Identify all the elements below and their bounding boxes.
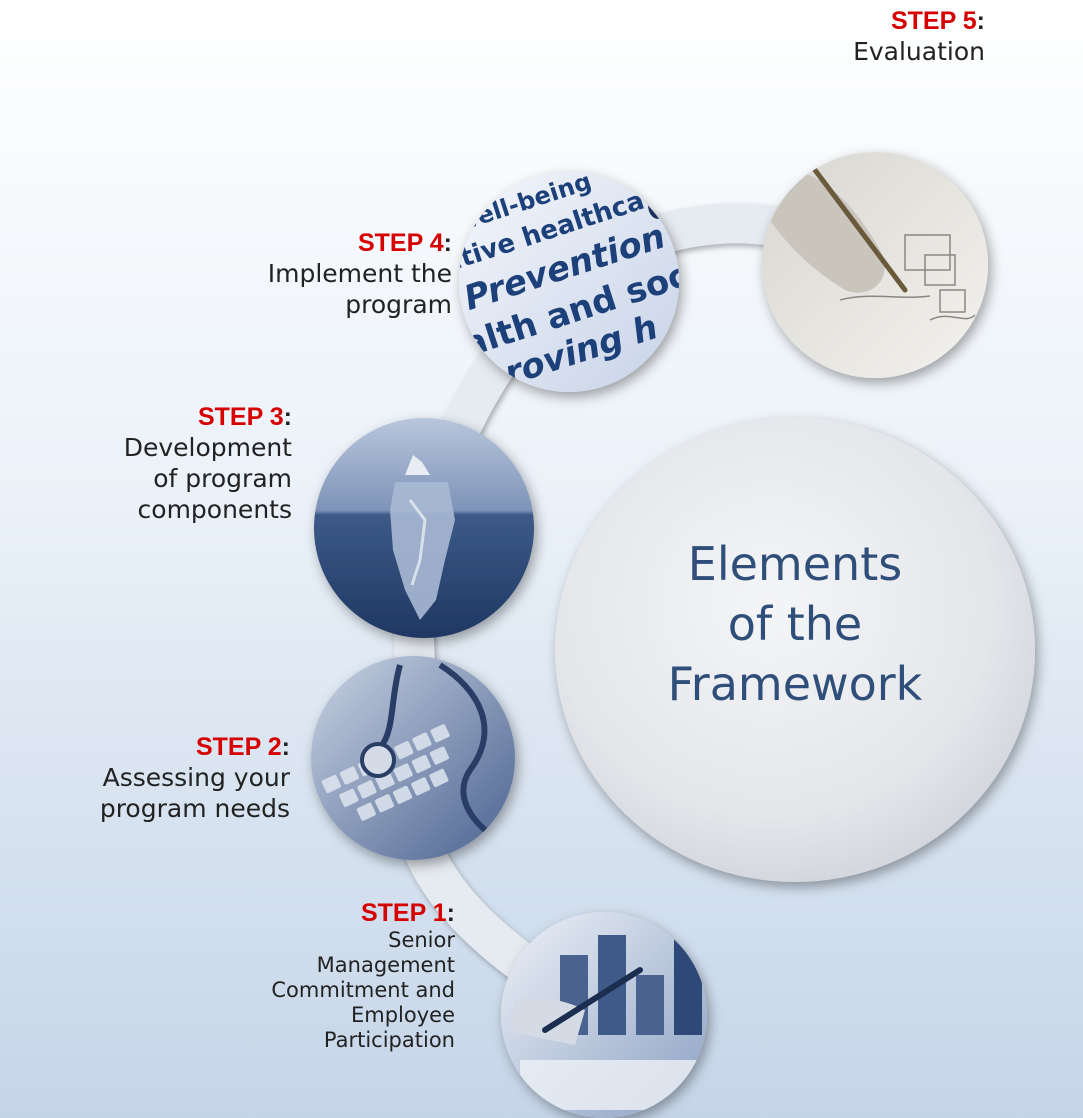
center-title-line: of the [727, 596, 863, 651]
step5-photo [762, 152, 988, 378]
step3-label: STEP 3: Development of program component… [0, 403, 292, 525]
step5-heading: STEP 5: [740, 7, 985, 36]
desc-line: program needs [99, 793, 290, 823]
step5-description: Evaluation [740, 36, 985, 67]
step4-photo: well-being ntive healthca Prevention alt… [459, 172, 679, 392]
desc-line: of program [153, 463, 292, 493]
desc-line: Senior [388, 927, 455, 952]
desc-line: Development [123, 432, 292, 462]
center-title-line: Elements [687, 537, 903, 591]
step4-heading: STEP 4: [150, 229, 452, 258]
step1-heading: STEP 1: [250, 899, 455, 928]
desc-line: program [345, 289, 452, 319]
step-word: STEP 1 [360, 899, 447, 927]
step-colon: : [283, 403, 292, 431]
step5-label: STEP 5: Evaluation [740, 7, 985, 67]
desc-line: Management [316, 952, 455, 977]
step1-description: Senior Management Commitment and Employe… [250, 928, 455, 1054]
center-title-line: Framework [667, 656, 923, 711]
step2-photo [311, 656, 515, 860]
step2-description: Assessing your program needs [0, 762, 290, 824]
step3-photo [314, 418, 534, 638]
center-title: Elements of the Framework [560, 535, 1030, 714]
desc-line: components [137, 494, 292, 524]
step1-label: STEP 1: Senior Management Commitment and… [250, 899, 455, 1054]
step-word: STEP 3 [197, 403, 284, 431]
step3-heading: STEP 3: [0, 403, 292, 432]
step-colon: : [976, 7, 985, 35]
step4-description: Implement the program [150, 258, 452, 320]
step-word: STEP 5 [890, 7, 977, 35]
center-circle [555, 418, 1035, 882]
step4-label: STEP 4: Implement the program [150, 229, 452, 320]
step2-heading: STEP 2: [0, 733, 290, 762]
desc-line: Assessing your [102, 762, 290, 792]
step2-label: STEP 2: Assessing your program needs [0, 733, 290, 824]
step-word: STEP 4 [357, 229, 444, 257]
desc-line: Employee [350, 1003, 455, 1028]
step3-description: Development of program components [0, 432, 292, 525]
desc-line: Participation [323, 1028, 455, 1053]
step-colon: : [443, 229, 452, 257]
step-colon: : [446, 899, 455, 927]
step-word: STEP 2 [195, 733, 282, 761]
desc-line: Evaluation [853, 36, 985, 66]
desc-line: Commitment and [271, 977, 455, 1002]
step1-photo [501, 912, 707, 1118]
step-colon: : [281, 733, 290, 761]
desc-line: Implement the [267, 258, 452, 288]
